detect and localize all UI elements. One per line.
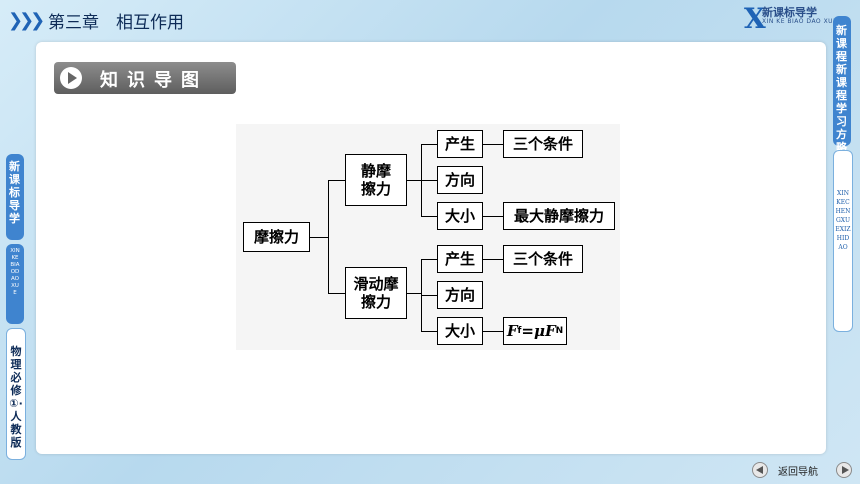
right-tab-label: 新课程新课程学习方略 xyxy=(836,24,847,154)
connector-line xyxy=(421,259,437,260)
connector-line xyxy=(421,295,437,296)
back-navigation-label[interactable]: 返回导航 xyxy=(778,467,818,478)
connector-line xyxy=(407,293,421,294)
left-tab-label: 新课标导学 xyxy=(9,160,20,225)
back-arrow-icon[interactable] xyxy=(752,462,768,478)
static-direction-node: 方向 xyxy=(437,166,483,194)
connector-line xyxy=(421,144,437,145)
book-label: 物理必修①·人教版 xyxy=(9,345,23,449)
left-tab-book[interactable]: 物理必修①·人教版 xyxy=(6,328,26,460)
connector-line xyxy=(328,180,329,293)
right-tab-course[interactable]: 新课程新课程学习方略 xyxy=(833,16,851,154)
formula-force-sub: f xyxy=(517,326,522,336)
section-header: 知识导图 xyxy=(54,62,236,94)
sliding-magnitude-node: 大小 xyxy=(437,317,483,345)
connector-line xyxy=(421,331,437,332)
root-node: 摩擦力 xyxy=(243,222,310,252)
left-tab-pinyin[interactable]: XINKEBIAODAOXUE xyxy=(6,244,24,324)
section-title: 知识导图 xyxy=(100,70,208,91)
static-origin-node: 产生 xyxy=(437,130,483,158)
top-bar: ❯❯❯ 第三章 相互作用 X 新课标导学 XIN KE BIAO DAO XUE xyxy=(0,0,860,40)
left-tab-pinyin-label: XINKEBIAODAOXUE xyxy=(10,248,20,296)
sliding-origin-node: 产生 xyxy=(437,245,483,273)
connector-line xyxy=(421,216,437,217)
connector-line xyxy=(328,180,345,181)
static-conditions-node: 三个条件 xyxy=(503,130,583,158)
max-static-friction-node: 最大静摩擦力 xyxy=(503,202,615,230)
formula-mu: μ xyxy=(533,322,545,340)
sliding-conditions-node: 三个条件 xyxy=(503,245,583,273)
right-tab-pinyin-label: XINKECHENGXUEXIZHIDAO xyxy=(835,190,851,251)
connector-line xyxy=(328,293,345,294)
sliding-friction-node: 滑动摩擦力 xyxy=(345,267,407,319)
formula-equals: = xyxy=(521,322,534,340)
connector-line xyxy=(483,144,503,145)
chapter-title: 第三章 相互作用 xyxy=(48,13,184,33)
connector-line xyxy=(483,259,503,260)
brand-subtitle: XIN KE BIAO DAO XUE xyxy=(762,18,838,25)
connector-line xyxy=(407,180,421,181)
static-friction-node: 静摩擦力 xyxy=(345,154,407,206)
left-tab-guide[interactable]: 新课标导学 xyxy=(6,154,24,240)
connector-line xyxy=(421,180,437,181)
formula-normal-force: F xyxy=(544,322,556,340)
connector-line xyxy=(483,331,503,332)
right-tab-pinyin[interactable]: XINKECHENGXUEXIZHIDAO xyxy=(833,150,853,332)
formula-normal-sub: N xyxy=(555,326,564,336)
play-icon xyxy=(60,67,82,89)
formula-force: F xyxy=(506,322,518,340)
sliding-direction-node: 方向 xyxy=(437,281,483,309)
brand-logo-letter: X xyxy=(744,2,766,35)
chevrons-icon: ❯❯❯ xyxy=(8,10,45,31)
connector-line xyxy=(310,237,328,238)
forward-arrow-icon[interactable] xyxy=(836,462,852,478)
static-magnitude-node: 大小 xyxy=(437,202,483,230)
brand-title: 新课标导学 xyxy=(762,6,817,19)
connector-line xyxy=(483,216,503,217)
